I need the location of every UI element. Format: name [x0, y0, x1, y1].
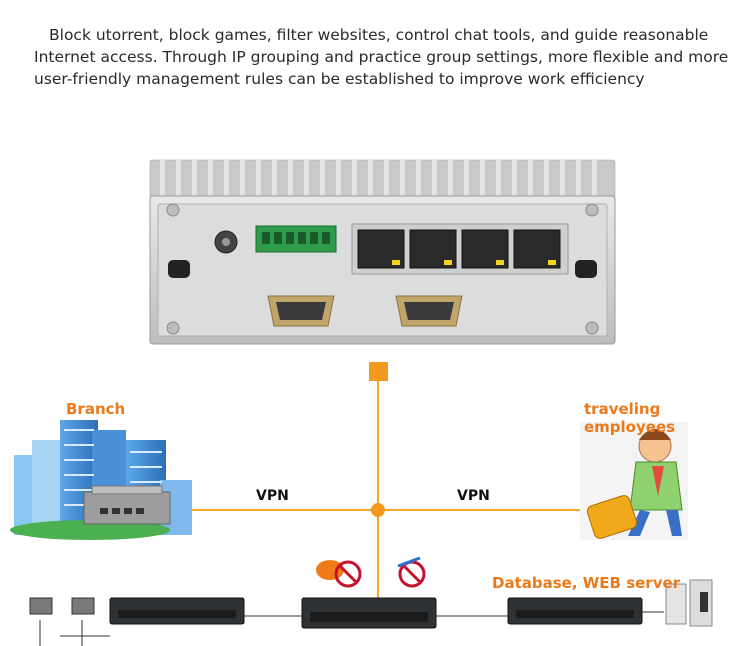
database-server-label: Database, WEB server	[492, 574, 681, 592]
vpn-left-label: VPN	[256, 488, 289, 504]
server-icon	[665, 579, 713, 627]
traveling-employees-label: traveling employees	[584, 400, 676, 436]
firewall-appliance-icon	[149, 159, 616, 345]
no-fire-icon	[316, 560, 362, 588]
intro-paragraph: Block utorrent, block games, filter webs…	[34, 26, 729, 88]
network-switch-icon	[109, 597, 643, 629]
vpn-right-label: VPN	[457, 488, 490, 504]
building-icon	[10, 420, 192, 540]
no-chat-icon	[397, 556, 426, 588]
switch-links	[39, 611, 664, 646]
traveler-icon	[580, 422, 688, 540]
network-links	[175, 372, 590, 600]
uplink-node	[369, 362, 388, 381]
monitor-icon	[29, 597, 95, 615]
hub-node	[371, 503, 385, 517]
branch-label: Branch	[66, 400, 126, 418]
